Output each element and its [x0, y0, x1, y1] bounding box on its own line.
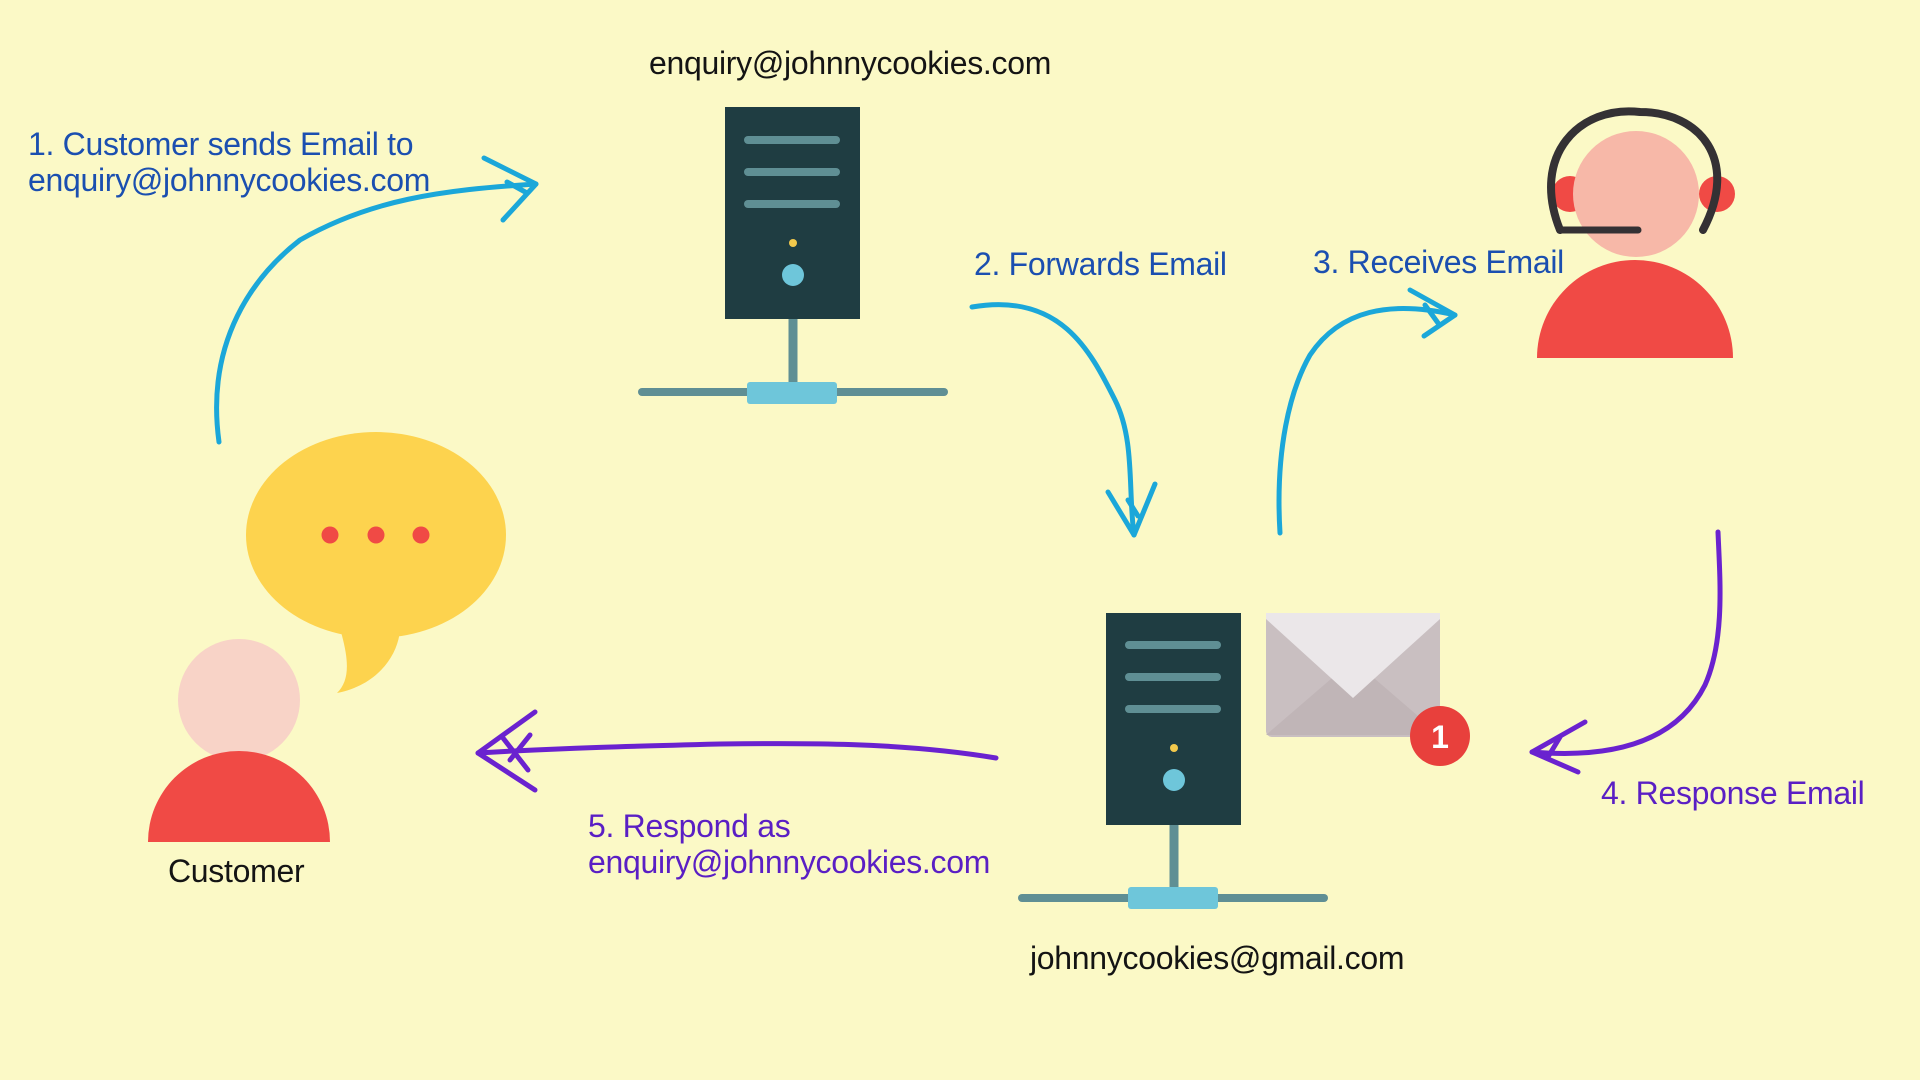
server-top-label: enquiry@johnnycookies.com — [649, 45, 1052, 81]
step-1-label: 1. Customer sends Email to enquiry@johnn… — [28, 126, 430, 198]
dot-icon — [321, 526, 339, 544]
step-5-line1: 5. Respond as — [588, 808, 791, 844]
arrow-step-3 — [1276, 287, 1458, 536]
customer-label: Customer — [168, 853, 305, 889]
arrow-step-2 — [969, 302, 1158, 538]
speech-bubble-icon — [246, 432, 506, 693]
server-top-icon — [638, 107, 948, 404]
step-5-line2: enquiry@johnnycookies.com — [588, 844, 991, 880]
support-agent-icon — [1537, 107, 1735, 358]
step-5-label: 5. Respond as enquiry@johnnycookies.com — [588, 808, 990, 880]
arrow-step-1 — [214, 155, 539, 445]
arrow-step-4 — [1529, 529, 1723, 775]
step-3-label: 3. Receives Email — [1313, 244, 1564, 280]
notification-badge: 1 — [1410, 706, 1470, 766]
server-bottom-label: johnnycookies@gmail.com — [1030, 940, 1405, 976]
step-4-label: 4. Response Email — [1601, 775, 1865, 811]
envelope-icon — [1266, 613, 1440, 737]
step-1-line1: 1. Customer sends Email to — [28, 126, 414, 162]
server-bottom-icon — [1018, 613, 1328, 909]
step-1-line2: enquiry@johnnycookies.com — [28, 162, 431, 198]
customer-icon — [148, 639, 330, 842]
badge-count: 1 — [1431, 719, 1449, 755]
dot-icon — [412, 526, 430, 544]
step-2-label: 2. Forwards Email — [974, 246, 1227, 282]
dot-icon — [367, 526, 385, 544]
arrow-step-5 — [475, 709, 999, 793]
